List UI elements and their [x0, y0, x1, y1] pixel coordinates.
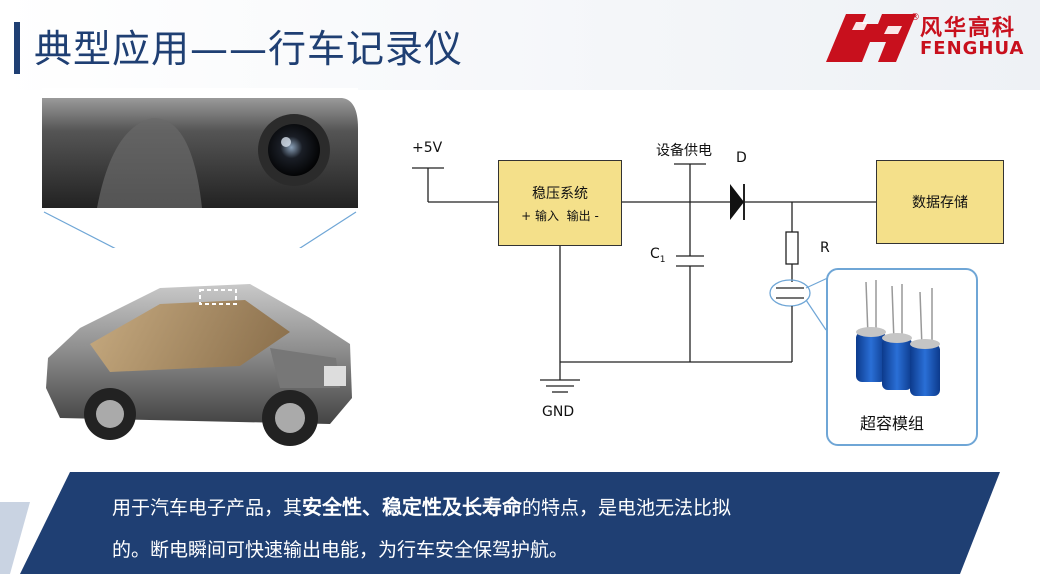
footer-highlight: 安全性、稳定性及长寿命 [302, 495, 523, 519]
module-label: 超容模组 [860, 414, 925, 433]
car-cutaway-image [40, 248, 358, 458]
supply-label: 设备供电 [656, 143, 712, 159]
footer-text: 用于汽车电子产品，其安全性、稳定性及长寿命的特点，是电池无法比拟 的。断电瞬间可… [112, 486, 932, 571]
input-voltage-label: +5V [412, 140, 443, 156]
title-accent-bar [14, 22, 20, 74]
resistor-label: R [820, 240, 830, 256]
regulator-sub: + 输入 输出 - [521, 208, 599, 223]
dashcam-image [42, 88, 358, 216]
diode-triangle [730, 184, 744, 220]
logo-name-cn: 风华高科 [920, 16, 1017, 41]
footer-band [0, 472, 1000, 574]
footer-line-2: 的。断电瞬间可快速输出电能，为行车安全保驾护航。 [112, 539, 569, 561]
ground-label: GND [542, 404, 575, 420]
page-title: 典型应用——行车记录仪 [34, 27, 464, 71]
supercap-module-inset: 超容模组 [826, 268, 978, 446]
storage-label: 数据存储 [912, 195, 968, 211]
capacitor-label: C1 [650, 246, 666, 265]
regulator-box: 稳压系统 + 输入 输出 - [498, 160, 622, 246]
regulator-title: 稳压系统 [532, 185, 588, 202]
logo-name-en: FENGHUA [920, 38, 1025, 59]
diode-label: D [736, 150, 747, 166]
supercap-module-icon [856, 280, 940, 396]
fenghua-logo-icon: ® [826, 12, 920, 62]
registered-mark: ® [910, 12, 920, 23]
storage-box: 数据存储 [876, 160, 1004, 244]
